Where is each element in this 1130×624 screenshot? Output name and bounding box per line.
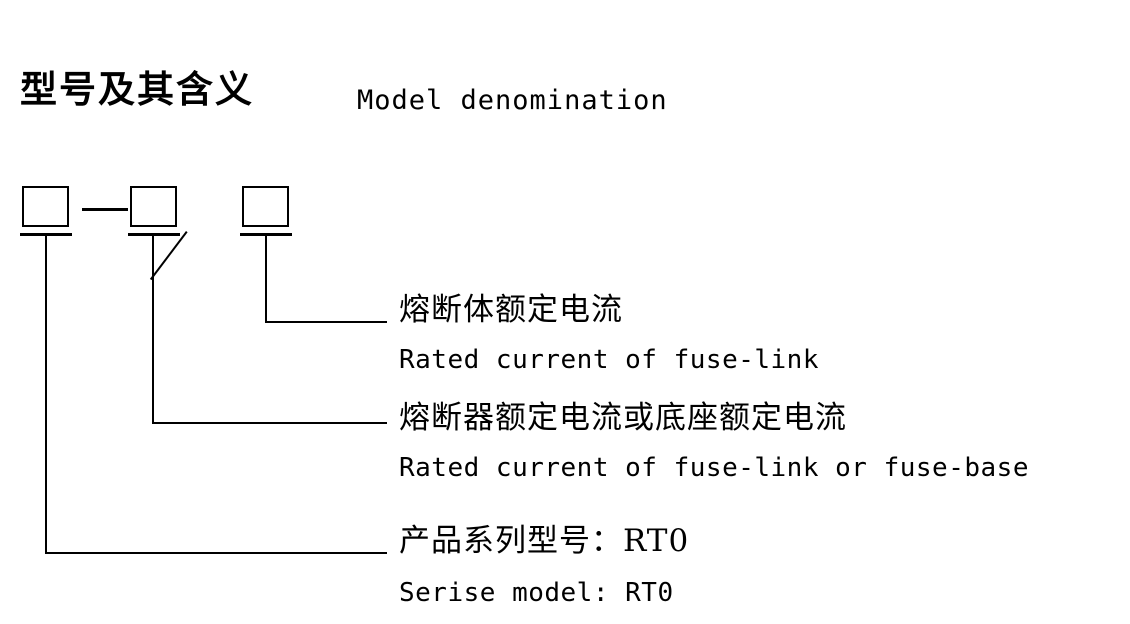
leader-line-2-horizontal: [152, 422, 387, 424]
series-model-box: [22, 186, 69, 227]
annotation-series-model-cn: 产品系列型号：RT0: [399, 523, 690, 559]
series-model-box-underbar: [20, 233, 72, 236]
fuse-link-rated-current-box-underbar: [240, 233, 292, 236]
slash-separator-icon: [149, 231, 188, 281]
fuse-rated-current-box: [130, 186, 177, 227]
page-title-cn: 型号及其含义: [20, 68, 254, 111]
annotation-series-model-en: Serise model: RT0: [399, 578, 674, 608]
annotation-fuse-or-base-rated-current-cn: 熔断器额定电流或底座额定电流: [399, 400, 847, 436]
fuse-link-rated-current-box: [242, 186, 289, 227]
leader-line-1-horizontal: [45, 552, 387, 554]
leader-line-3-horizontal: [265, 321, 387, 323]
page-title-en: Model denomination: [357, 85, 668, 116]
annotation-fuse-link-rated-current-en: Rated current of fuse-link: [399, 345, 819, 375]
annotation-fuse-or-base-rated-current-en: Rated current of fuse-link or fuse-base: [399, 453, 1029, 483]
dash-separator-icon: [82, 208, 128, 211]
leader-line-1-vertical: [45, 236, 47, 553]
fuse-rated-current-box-underbar: [128, 233, 180, 236]
leader-line-3-vertical: [265, 236, 267, 322]
leader-line-2-vertical: [152, 236, 154, 423]
annotation-fuse-link-rated-current-cn: 熔断体额定电流: [399, 292, 623, 328]
